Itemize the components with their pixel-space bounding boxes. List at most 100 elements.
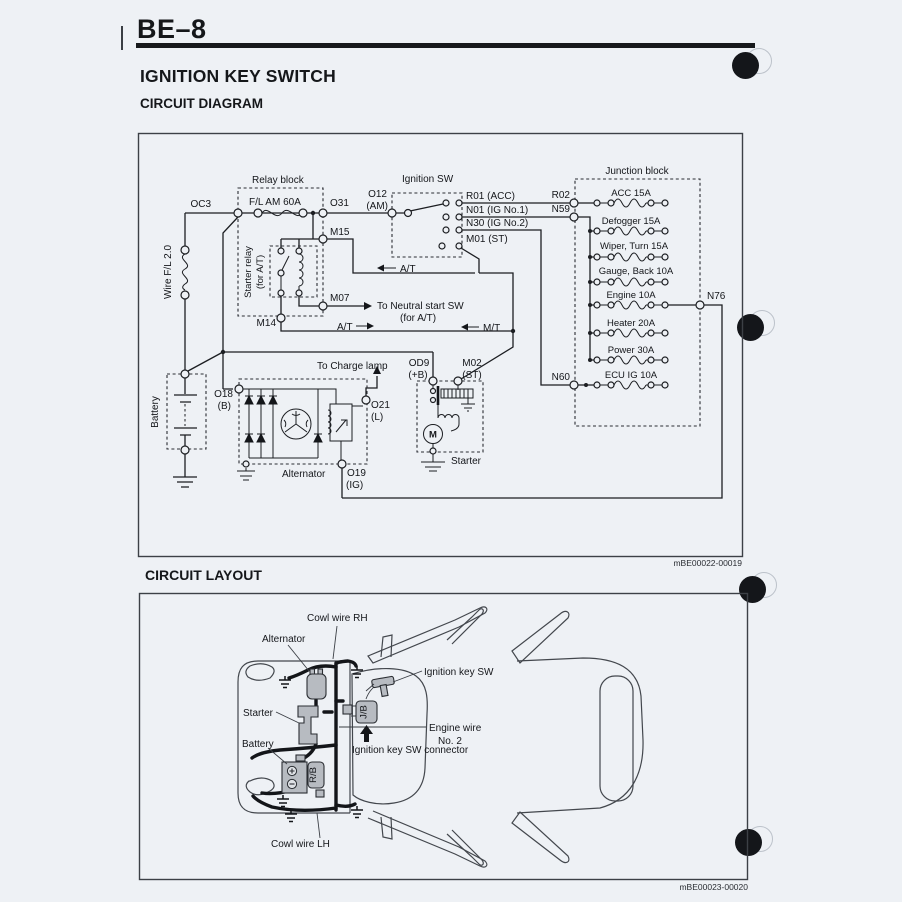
connector-up-arrow bbox=[360, 725, 373, 742]
motor-letter: M bbox=[429, 430, 437, 441]
contact-n30: N30 (IG No.2) bbox=[466, 218, 528, 229]
fuse-ecu-ig: ECU IG 10A bbox=[605, 370, 658, 381]
label-ignition-key-sw: Ignition key SW bbox=[424, 667, 494, 678]
section-heading-circuit-layout: CIRCUIT LAYOUT bbox=[145, 567, 262, 583]
annotation-neutral-1: To Neutral start SW bbox=[377, 301, 464, 312]
label-cowl-rh: Cowl wire RH bbox=[307, 613, 368, 624]
binding-dot bbox=[739, 576, 766, 603]
annotation-neutral-2: (for A/T) bbox=[400, 313, 436, 324]
node-o21: O21 bbox=[371, 400, 390, 411]
starter-shape bbox=[297, 705, 319, 745]
node-o12-sub: (AM) bbox=[366, 201, 388, 212]
node-n59: N59 bbox=[552, 204, 571, 215]
alternator-label: Alternator bbox=[282, 469, 326, 480]
layout-components: J/B R/B bbox=[281, 668, 395, 798]
node-o31: O31 bbox=[330, 198, 349, 209]
node-r02: R02 bbox=[552, 190, 571, 201]
fuse-symbols bbox=[593, 198, 669, 390]
fuse-row bbox=[593, 328, 669, 338]
starter-symbol: M bbox=[421, 376, 475, 472]
fuse-heater: Heater 20A bbox=[607, 318, 656, 329]
section-heading-circuit-diagram: CIRCUIT DIAGRAM bbox=[140, 96, 263, 111]
ignition-sw-label: Ignition SW bbox=[402, 174, 454, 185]
starter-relay-box bbox=[269, 245, 318, 298]
starter-relay-label-1: Starter relay bbox=[243, 246, 254, 298]
small-connector bbox=[315, 789, 325, 798]
annotation-at-right: A/T bbox=[337, 322, 353, 333]
fuse-row bbox=[593, 277, 669, 287]
fuse-row bbox=[593, 252, 669, 262]
contact-r01: R01 (ACC) bbox=[466, 191, 515, 202]
fusible-link-label: F/L AM 60A bbox=[249, 197, 301, 208]
fuse-row bbox=[593, 300, 669, 310]
label-engine-wire-2: No. 2 bbox=[438, 736, 462, 747]
circuit-layout: J/B R/B Cowl wire RH Alternator bbox=[138, 592, 749, 881]
node-m02-sub: (ST) bbox=[462, 370, 481, 381]
ignition-sw-box bbox=[391, 192, 463, 258]
plus-icon bbox=[289, 768, 295, 774]
battery-label: Battery bbox=[150, 396, 161, 428]
figure-code-layout: mBE00023-00020 bbox=[679, 882, 748, 892]
fuse-defogger: Defogger 15A bbox=[602, 216, 661, 227]
label-cowl-lh: Cowl wire LH bbox=[271, 839, 330, 850]
node-m07: M07 bbox=[330, 293, 350, 304]
relay-box-shape bbox=[307, 761, 325, 789]
binding-dot bbox=[735, 829, 762, 856]
node-od9-sub: (+B) bbox=[408, 370, 427, 381]
binding-dot bbox=[732, 52, 759, 79]
junction-block-label: Junction block bbox=[605, 166, 669, 177]
ignition-key-sw-shape bbox=[365, 675, 395, 698]
wiring bbox=[181, 202, 723, 499]
header-rule bbox=[136, 43, 755, 48]
layout-frame bbox=[138, 592, 749, 881]
page-title: IGNITION KEY SWITCH bbox=[140, 66, 336, 86]
node-o12: O12 bbox=[368, 189, 387, 200]
ground-symbols bbox=[277, 666, 363, 823]
starter-relay-symbol bbox=[277, 247, 304, 297]
starter-label: Starter bbox=[451, 456, 482, 467]
battery-connector bbox=[295, 754, 306, 762]
node-o19: O19 bbox=[347, 468, 366, 479]
label-engine-wire-1: Engine wire bbox=[429, 723, 482, 734]
jb-label: J/B bbox=[359, 705, 370, 719]
layout-annotations: Cowl wire RH Alternator Ignition key SW … bbox=[242, 613, 494, 850]
node-m02: M02 bbox=[462, 358, 482, 369]
ignition-sw-symbol bbox=[396, 199, 463, 250]
connector-nodes bbox=[180, 198, 705, 390]
node-o18: O18 bbox=[214, 389, 233, 400]
ignition-sw-connector-shape bbox=[342, 704, 353, 715]
relay-block-label: Relay block bbox=[252, 175, 305, 186]
annotation-at-left: A/T bbox=[400, 264, 416, 275]
fuse-row bbox=[593, 355, 669, 365]
fuse-row bbox=[593, 198, 669, 208]
starter-relay-label-2: (for A/T) bbox=[255, 255, 266, 289]
alternator-box bbox=[238, 378, 368, 465]
fuse-engine: Engine 10A bbox=[606, 290, 656, 301]
node-n60: N60 bbox=[552, 372, 571, 383]
circuit-diagram: M Relay block F/L AM 60A OC3 O31 O12 (AM… bbox=[137, 132, 744, 558]
alternator-shape bbox=[306, 673, 327, 700]
flow-arrows bbox=[356, 264, 479, 374]
fuse-row bbox=[593, 380, 669, 390]
label-starter: Starter bbox=[243, 708, 274, 719]
node-m14: M14 bbox=[257, 318, 277, 329]
node-m15: M15 bbox=[330, 227, 350, 238]
annotation-mt: M/T bbox=[483, 323, 500, 334]
node-oc3: OC3 bbox=[190, 199, 211, 210]
label-battery: Battery bbox=[242, 739, 274, 750]
car-outline bbox=[237, 606, 644, 868]
rb-label: R/B bbox=[308, 767, 319, 783]
fuse-row bbox=[593, 226, 669, 236]
label-alternator: Alternator bbox=[262, 634, 306, 645]
binding-dot bbox=[737, 314, 764, 341]
label-key-sw-connector: Ignition key SW connector bbox=[352, 745, 469, 756]
contact-n01: N01 (IG No.1) bbox=[466, 205, 528, 216]
junction-box-shape bbox=[355, 700, 378, 724]
margin-tick bbox=[121, 26, 123, 50]
battery-symbol bbox=[173, 369, 197, 488]
node-n76: N76 bbox=[707, 291, 726, 302]
alternator-symbol bbox=[234, 384, 371, 481]
node-o18-sub: (B) bbox=[218, 401, 231, 412]
fuse-wiper: Wiper, Turn 15A bbox=[600, 241, 669, 252]
